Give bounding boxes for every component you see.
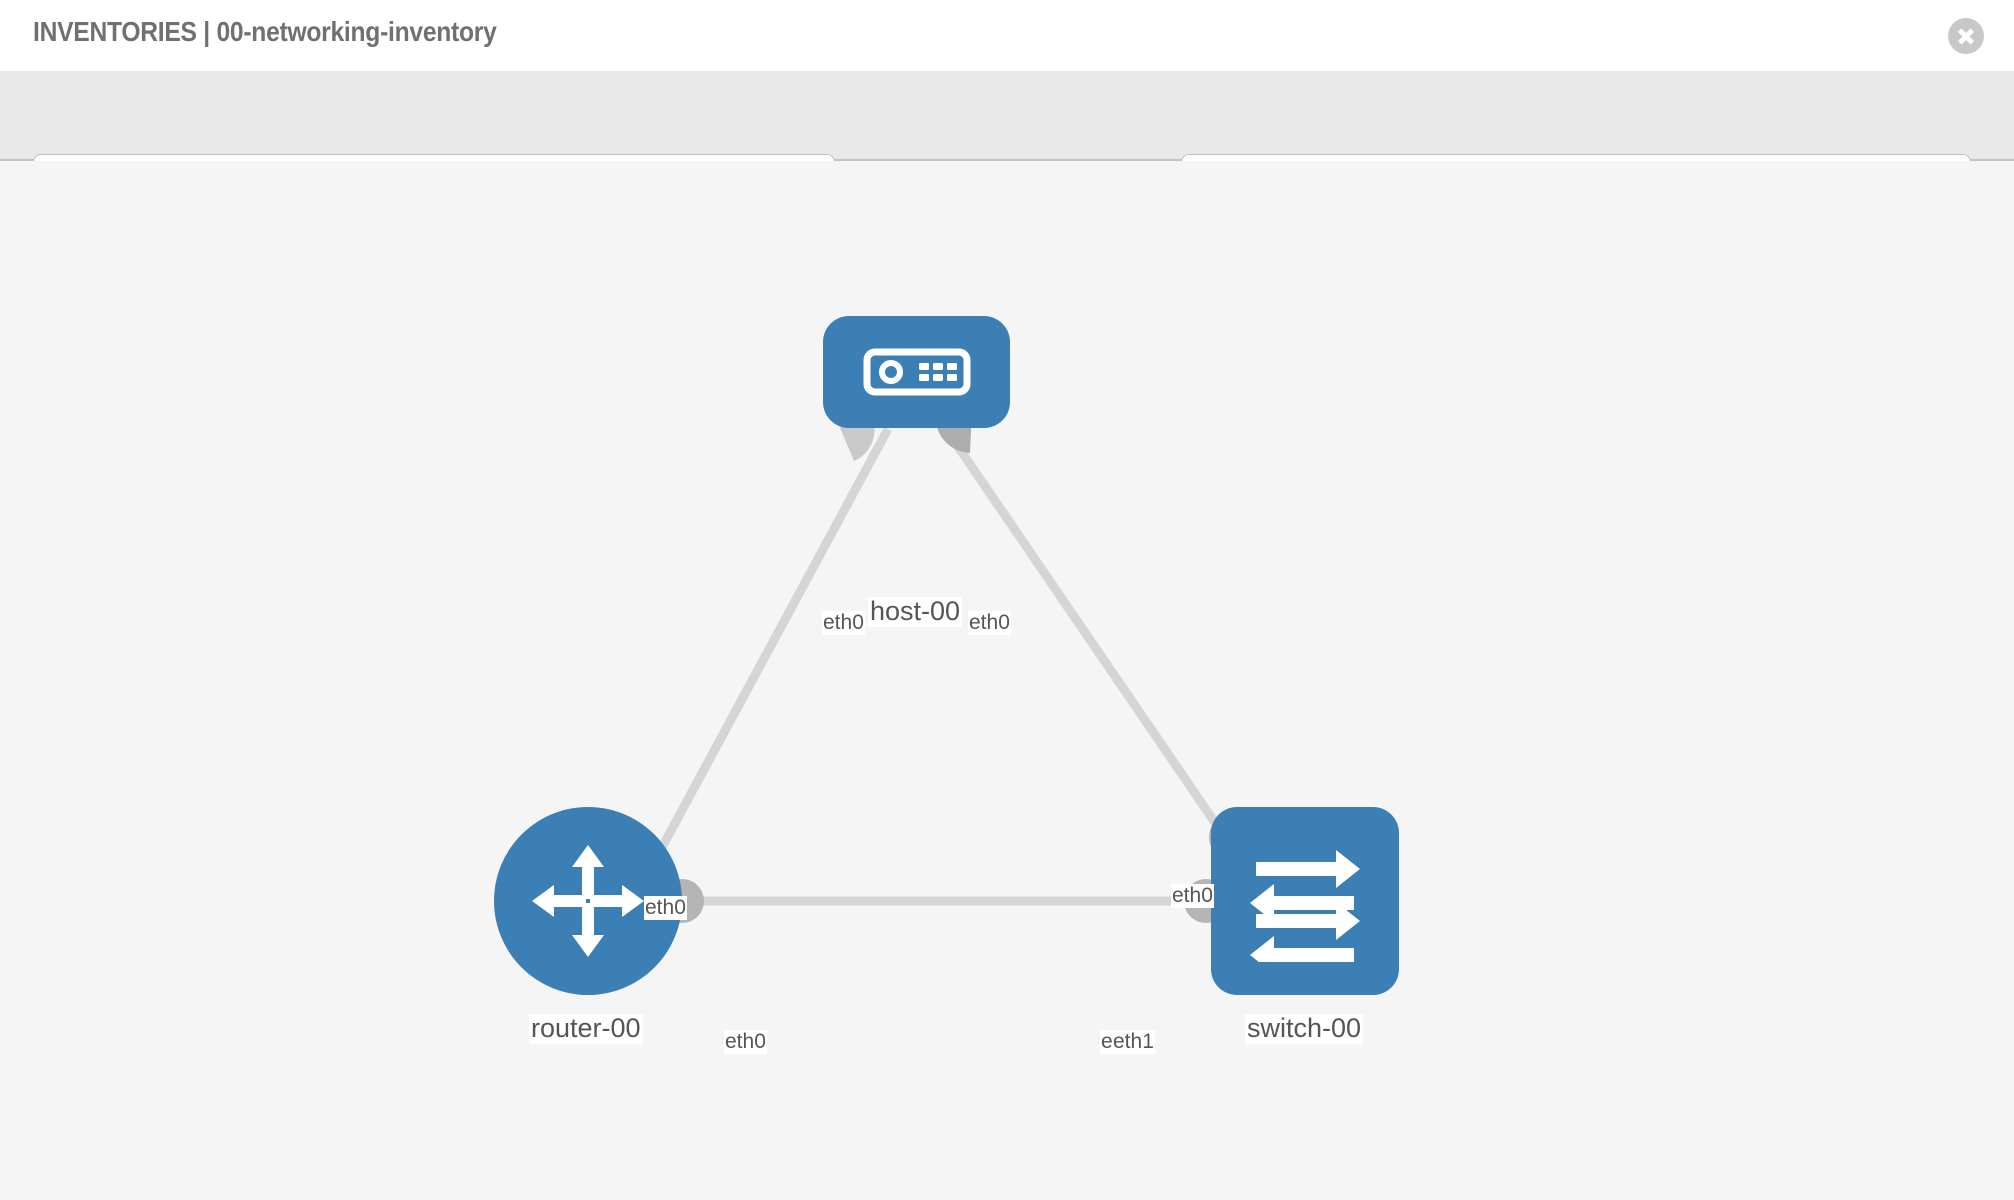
link-host-switch bbox=[942, 426, 1237, 852]
node-label-switch-00: switch-00 bbox=[1245, 1013, 1364, 1044]
switch-arrows-icon bbox=[1250, 850, 1360, 962]
node-switch-00[interactable] bbox=[1211, 807, 1399, 995]
interface-label-switch-uplink: eth0 bbox=[1171, 884, 1214, 909]
close-icon[interactable] bbox=[1948, 18, 1984, 54]
page-title: INVENTORIES | 00-networking-inventory bbox=[33, 16, 497, 47]
server-appliance-icon bbox=[863, 348, 970, 396]
toolbar: ACTIONS SEARCH bbox=[0, 71, 2014, 212]
interface-connectors bbox=[660, 409, 1257, 923]
topology-graph bbox=[656, 409, 1257, 923]
interface-label-router-right: eth0 bbox=[724, 1030, 767, 1055]
node-label-host-00: host-00 bbox=[868, 596, 963, 627]
link-host-router bbox=[656, 426, 892, 854]
node-host-00[interactable] bbox=[823, 316, 1010, 428]
page-header: INVENTORIES | 00-networking-inventory bbox=[0, 0, 2014, 71]
interface-label-switch-left-b: eth1 bbox=[1112, 1030, 1155, 1055]
interface-label-host-right: eth0 bbox=[968, 611, 1011, 636]
node-label-router-00: router-00 bbox=[529, 1013, 643, 1044]
interface-label-router-uplink: eth0 bbox=[644, 896, 687, 921]
topology-canvas[interactable]: host-00 router-00 switch-00 eth0 eth0 et… bbox=[0, 161, 2014, 1200]
interface-label-host-left: eth0 bbox=[822, 611, 865, 636]
router-arrows-icon bbox=[532, 845, 644, 957]
